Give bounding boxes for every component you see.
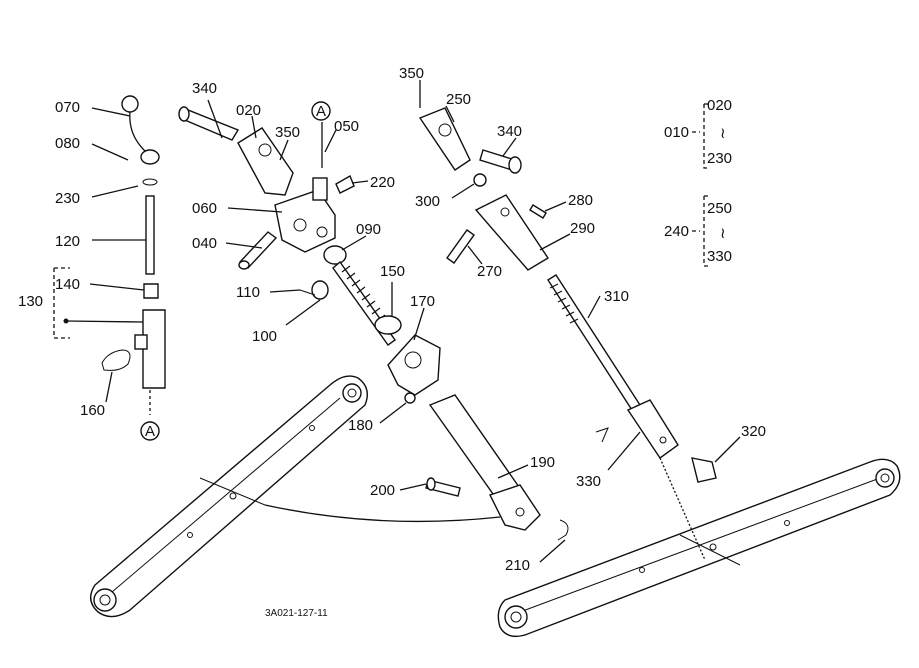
callout-170: 170 <box>410 293 435 310</box>
callout-350a: 350 <box>275 124 300 141</box>
callout-340b: 340 <box>497 123 522 140</box>
callout-220: 220 <box>370 174 395 191</box>
svg-text:A: A <box>145 423 155 440</box>
callout-310: 310 <box>604 288 629 305</box>
callout-160: 160 <box>80 402 105 419</box>
callout-120: 120 <box>55 233 80 250</box>
callout-140: 140 <box>55 276 80 293</box>
callout-070: 070 <box>55 99 80 116</box>
callout-330: 330 <box>576 473 601 490</box>
callout-100: 100 <box>252 328 277 345</box>
callout-300: 300 <box>415 193 440 210</box>
legend-230: 230 <box>707 150 732 167</box>
callout-250: 250 <box>446 91 471 108</box>
callout-040: 040 <box>192 235 217 252</box>
callout-130: 130 <box>18 293 43 310</box>
callout-270: 270 <box>477 263 502 280</box>
connector-line <box>264 504 501 523</box>
legend-240: 240 <box>664 223 689 240</box>
callout-080: 080 <box>55 135 80 152</box>
left-lift-rod-assembly <box>178 106 569 541</box>
legend-tilde-1: ≀ <box>720 125 726 142</box>
callout-090: 090 <box>356 221 381 238</box>
legend-330: 330 <box>707 248 732 265</box>
callout-230: 230 <box>55 190 80 207</box>
callout-150: 150 <box>380 263 405 280</box>
callout-060: 060 <box>192 200 217 217</box>
callout-020a: 020 <box>236 102 261 119</box>
callout-190: 190 <box>530 454 555 471</box>
legend-010: 010 <box>664 124 689 141</box>
callout-290: 290 <box>570 220 595 237</box>
circled-marker-a-left: A <box>140 421 160 441</box>
callout-labels: 070 080 230 120 140 130 160 340 020 350 … <box>18 65 766 574</box>
legend-group-240: 240 250 ≀ 330 <box>664 200 732 265</box>
callout-350b: 350 <box>399 65 424 82</box>
left-lower-link <box>90 375 368 618</box>
diagram-code: 3A021-127-11 <box>265 608 328 619</box>
legend-020: 020 <box>707 97 732 114</box>
legend-group-010: 010 020 ≀ 230 <box>664 97 732 167</box>
callout-340a: 340 <box>192 80 217 97</box>
leader-lines <box>89 80 741 563</box>
callout-280: 280 <box>568 192 593 209</box>
callout-110: 110 <box>236 284 260 301</box>
lever-assembly <box>53 95 166 415</box>
circled-marker-a-top: A <box>311 101 331 121</box>
callout-200: 200 <box>370 482 395 499</box>
svg-text:A: A <box>316 103 326 120</box>
right-lift-rod-assembly <box>418 107 717 561</box>
callout-050: 050 <box>334 118 359 135</box>
callout-210: 210 <box>505 557 530 574</box>
legend-250: 250 <box>707 200 732 217</box>
callout-180: 180 <box>348 417 373 434</box>
callout-320: 320 <box>741 423 766 440</box>
legend-tilde-2: ≀ <box>720 225 726 242</box>
